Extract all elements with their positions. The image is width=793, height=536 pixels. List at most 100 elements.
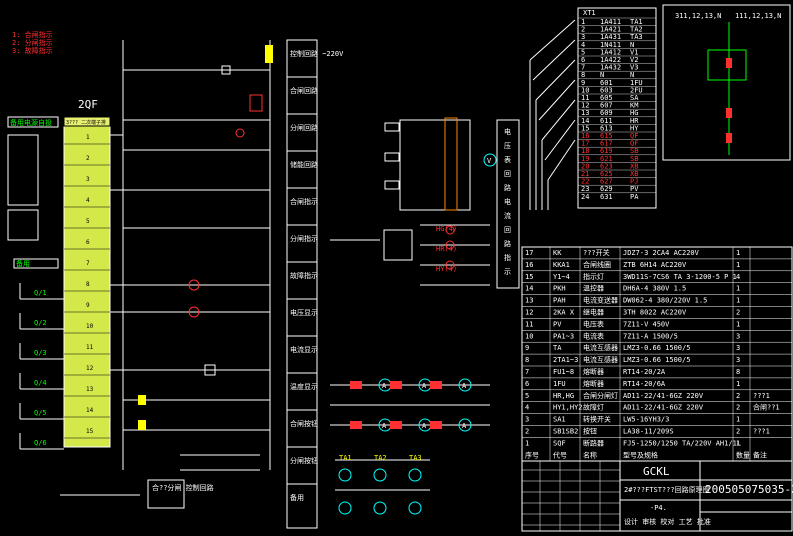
xt-cell: V2 bbox=[630, 56, 638, 64]
xt-cell: XB bbox=[630, 170, 638, 178]
parts-cell: 2KA X bbox=[553, 309, 575, 317]
current-transformer bbox=[430, 381, 442, 389]
terminal-number: 1 bbox=[86, 134, 90, 141]
function-char: 电 bbox=[504, 127, 511, 136]
bottom-control-box bbox=[147, 479, 185, 509]
xt-cell: 7 bbox=[581, 64, 585, 72]
parts-cell: 2 bbox=[736, 392, 740, 400]
function-label: 控制回路 ~220V bbox=[290, 49, 344, 58]
parts-cell: 合闸??1 bbox=[753, 403, 780, 412]
parts-cell: 指示灯 bbox=[583, 272, 604, 281]
xt-cell: 1A412 bbox=[600, 48, 621, 56]
parts-cell: 电流变送器 bbox=[583, 296, 618, 305]
xt-cell: TA2 bbox=[630, 26, 643, 34]
xt-cell: 617 bbox=[600, 140, 613, 148]
function-char: 回 bbox=[504, 226, 511, 234]
parts-cell: LA38-11/209S bbox=[623, 428, 674, 436]
xt-cell: 23 bbox=[581, 185, 589, 193]
terminal-number: 12 bbox=[86, 365, 94, 372]
parts-cell: ???开关 bbox=[583, 248, 610, 257]
side-label: Q/2 bbox=[34, 319, 47, 327]
terminal-number: 2 bbox=[86, 155, 90, 162]
function-column: 控制回路 ~220V合闸回路分闸回路储能回路合闸指示分闸指示故障指示电压显示电流… bbox=[286, 39, 344, 529]
ct-label: TA1 bbox=[339, 454, 352, 462]
parts-cell: 10 bbox=[525, 332, 533, 340]
parts-cell: 4 bbox=[736, 273, 740, 281]
xt-cell: PV bbox=[630, 185, 639, 193]
terminal-number: 8 bbox=[86, 281, 90, 288]
hx-label-3: HY(4) bbox=[436, 265, 457, 273]
parts-cell: 电流互感器 bbox=[583, 355, 618, 364]
parts-cell: 2 bbox=[525, 428, 529, 436]
terminal-strip bbox=[63, 116, 111, 448]
xt-cell: QF bbox=[630, 140, 638, 148]
xt-cell: 6 bbox=[581, 56, 585, 64]
xt-cell: 611 bbox=[600, 117, 613, 125]
ammeter-label: A bbox=[382, 422, 387, 430]
parts-cell: KKA1 bbox=[553, 261, 570, 269]
parts-cell: PV bbox=[553, 320, 562, 328]
xt-cell: SA bbox=[630, 94, 639, 102]
ct-label: TA3 bbox=[409, 454, 422, 462]
parts-header: 数量 bbox=[736, 450, 750, 459]
parts-cell: 温控器 bbox=[583, 284, 604, 293]
function-label: 电流显示 bbox=[290, 345, 318, 354]
function-char: 电 bbox=[504, 197, 511, 206]
parts-cell: 2 bbox=[736, 404, 740, 412]
parts-cell: 1 bbox=[736, 285, 740, 293]
terminal-number: 6 bbox=[86, 239, 90, 246]
xt-cell: 621 bbox=[600, 155, 613, 163]
parts-cell: 1 bbox=[525, 439, 529, 447]
xt-cell: 629 bbox=[600, 185, 613, 193]
current-transformer bbox=[350, 421, 362, 429]
side-label: Q/5 bbox=[34, 409, 47, 417]
xt-cell: N bbox=[630, 71, 634, 79]
parts-cell: HY1,HY2 bbox=[553, 404, 583, 412]
relay-box bbox=[383, 229, 413, 261]
title-drawing-title: 2#???FTST???回路原理图 bbox=[624, 485, 710, 494]
svg-text:V: V bbox=[487, 157, 492, 165]
current-transformer bbox=[390, 381, 402, 389]
cabinet-panel: 311,12,13,N 111,12,13,N bbox=[662, 4, 791, 161]
current-transformer bbox=[430, 421, 442, 429]
function-label: 分闸按钮 bbox=[290, 456, 318, 465]
ct-circle bbox=[338, 468, 352, 482]
xt-cell: 1A432 bbox=[600, 64, 621, 72]
xt-cell: 14 bbox=[581, 117, 589, 125]
parts-cell: LMZ3-0.66 1500/5 bbox=[623, 344, 690, 352]
xt-cell: 631 bbox=[600, 193, 613, 201]
xt-cell: 13 bbox=[581, 109, 589, 117]
xt-cell: 11 bbox=[581, 94, 589, 102]
parts-cell: 电流表 bbox=[583, 331, 604, 340]
left-box-4-label: 备用 bbox=[16, 259, 30, 268]
parts-cell: 1 bbox=[736, 439, 740, 447]
terminal-number: 4 bbox=[86, 197, 90, 204]
xt-cell: V3 bbox=[630, 64, 638, 72]
parts-cell: 8 bbox=[736, 368, 740, 376]
function-label: 分闸回路 bbox=[290, 123, 318, 132]
side-label: Q/3 bbox=[34, 349, 47, 357]
xt-cell: PA bbox=[630, 193, 639, 201]
xt-cell: 2FU bbox=[630, 86, 643, 94]
parts-cell: Y1~4 bbox=[553, 273, 570, 281]
parts-cell: 断路器 bbox=[583, 438, 604, 447]
terminal-number: 7 bbox=[86, 260, 90, 267]
legend-note-3: 3: 故障指示 bbox=[12, 46, 53, 55]
parts-cell: PA1~3 bbox=[553, 332, 574, 340]
ammeter-label: A bbox=[462, 422, 467, 430]
fuse-top bbox=[265, 45, 273, 63]
function-label: 备用 bbox=[290, 493, 304, 502]
parts-cell: 3 bbox=[736, 356, 740, 364]
parts-header: 型号及规格 bbox=[623, 450, 658, 459]
xt-cell: 16 bbox=[581, 132, 589, 140]
function-label: 温度显示 bbox=[290, 382, 318, 391]
function-label: 电压显示 bbox=[290, 308, 318, 317]
xt-cell: 19 bbox=[581, 155, 589, 163]
left-box-1 bbox=[7, 116, 59, 128]
indicator-lamp-1 bbox=[188, 279, 200, 291]
function-char: 示 bbox=[504, 268, 511, 276]
